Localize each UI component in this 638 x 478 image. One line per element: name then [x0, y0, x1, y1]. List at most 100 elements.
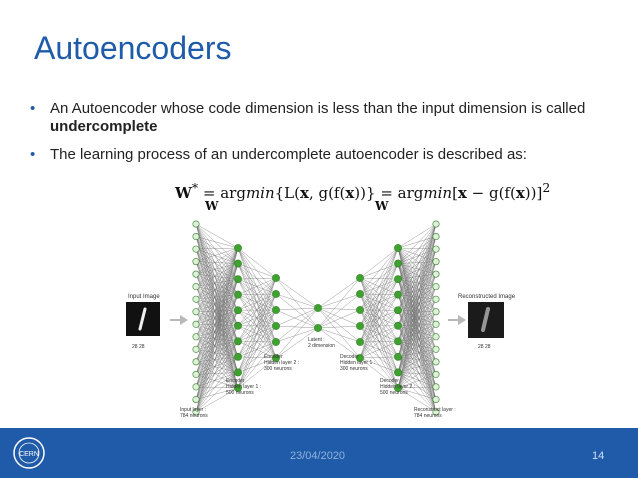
neuron — [394, 306, 402, 315]
network-edge — [317, 277, 361, 329]
input-image-label: Input Image — [128, 294, 160, 300]
network-edge — [397, 236, 437, 373]
network-edge — [195, 247, 239, 387]
network-edge — [397, 236, 437, 357]
network-edge — [195, 263, 239, 362]
formula-part: ))] — [524, 184, 543, 202]
network-edge — [237, 277, 277, 295]
network-edge — [397, 286, 437, 342]
network-edge — [397, 274, 437, 389]
neuron — [314, 304, 322, 312]
network-edge — [397, 286, 437, 389]
neuron — [432, 283, 440, 291]
neuron — [432, 370, 440, 378]
network-edge — [195, 279, 239, 362]
neuron — [356, 354, 364, 362]
network-edge — [397, 261, 437, 342]
network-edge — [275, 309, 319, 329]
network-edge — [237, 294, 277, 327]
network-edge — [359, 357, 399, 373]
network-edge — [195, 247, 239, 250]
network-edge — [317, 327, 361, 343]
input-dims: 28 28 — [132, 344, 145, 350]
neuron — [356, 322, 364, 330]
network-edge — [195, 325, 239, 413]
network-edge — [237, 277, 277, 311]
network-edge — [195, 236, 239, 249]
neuron — [192, 270, 200, 278]
network-edge — [397, 356, 437, 400]
neuron — [356, 290, 364, 298]
footer-bar: CERN 23/04/2020 14 — [0, 428, 638, 478]
network-edge — [397, 223, 437, 249]
formula-eq: = arg — [198, 184, 246, 202]
neuron — [192, 220, 200, 228]
bullet-text: The learning process of an undercomplete… — [50, 146, 527, 163]
network-edge — [359, 247, 399, 327]
network-edge — [275, 307, 319, 343]
network-edge — [195, 261, 239, 264]
neuron — [432, 270, 440, 278]
formula-x: x — [515, 184, 525, 202]
network-edge — [397, 341, 437, 388]
network-edge — [275, 327, 319, 343]
label-reconstruct-layer: Reconstruct layer :784 neurons — [414, 407, 456, 419]
network-edge — [397, 249, 437, 373]
neuron — [272, 274, 280, 282]
network-edge — [195, 261, 239, 280]
network-edge — [359, 341, 399, 389]
network-edge — [195, 356, 239, 413]
network-edge — [237, 325, 277, 359]
network-edge — [317, 307, 361, 311]
network-edge — [359, 341, 399, 373]
network-edge — [195, 247, 239, 375]
network-edge — [397, 356, 437, 413]
network-edge — [237, 310, 277, 343]
network-neurons — [192, 220, 440, 416]
network-edge — [195, 294, 239, 362]
neuron — [234, 352, 242, 361]
formula-part: ))} = arg — [354, 184, 424, 202]
network-edge — [397, 311, 437, 389]
network-edge — [275, 325, 319, 329]
network-edge — [359, 277, 399, 326]
network-edge — [195, 236, 239, 280]
neuron — [192, 320, 200, 328]
neuron — [192, 283, 200, 291]
network-edges — [195, 223, 437, 413]
network-edge — [195, 248, 239, 280]
logo-text: CERN — [19, 451, 39, 458]
network-edge — [195, 247, 239, 300]
bullet-marker: • — [30, 100, 36, 117]
cern-logo-icon: CERN — [13, 437, 45, 469]
network-edge — [397, 223, 437, 326]
neuron — [432, 258, 440, 266]
network-edge — [275, 277, 319, 329]
network-edge — [275, 277, 319, 309]
network-edge — [397, 372, 437, 388]
network-edge — [195, 341, 239, 413]
formula-x: x — [345, 184, 355, 202]
network-edge — [195, 247, 239, 287]
formula-weight: W — [175, 184, 192, 202]
network-edge — [359, 356, 399, 359]
bullet-text: An Autoencoder whose code dimension is l… — [50, 100, 586, 117]
network-edge — [397, 341, 437, 350]
network-edge — [359, 309, 399, 326]
network-edge — [359, 247, 399, 311]
network-edge — [397, 223, 437, 357]
network-edge — [195, 263, 239, 375]
neuron — [394, 352, 402, 361]
neuron — [234, 321, 242, 330]
network-edge — [195, 387, 239, 413]
network-edge — [397, 361, 437, 389]
network-edge — [359, 341, 399, 359]
network-edge — [397, 387, 437, 400]
neuron — [394, 259, 402, 268]
neuron — [432, 295, 440, 303]
network-edge — [195, 263, 239, 350]
network-edge — [359, 247, 399, 343]
network-edge — [359, 293, 399, 311]
network-edge — [237, 341, 277, 389]
